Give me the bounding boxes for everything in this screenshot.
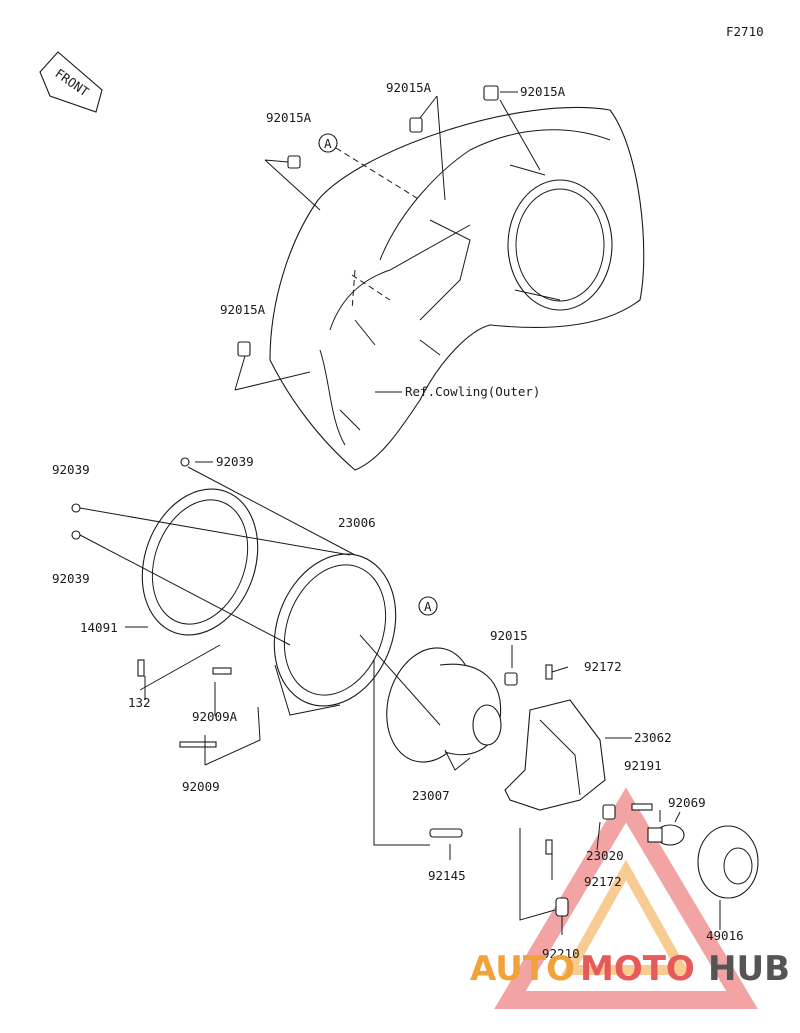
label-92145: 92145 xyxy=(428,868,466,883)
clip-92015A-4 xyxy=(237,341,251,357)
label-14091: 14091 xyxy=(80,620,118,635)
clip-92015A-1 xyxy=(287,155,301,169)
screw-92009A xyxy=(212,667,232,675)
headlight-unit-23007 xyxy=(386,647,502,771)
label-23062: 23062 xyxy=(634,730,672,745)
label-92210: 92210 xyxy=(542,946,580,961)
label-132: 132 xyxy=(128,695,151,710)
label-92009A: 92009A xyxy=(192,709,238,724)
plate-92210 xyxy=(555,897,569,917)
label-92191: 92191 xyxy=(624,758,662,773)
front-arrow-badge: FRONT xyxy=(39,51,103,113)
watermark-moto: MOTO xyxy=(580,949,695,989)
callout-a-bottom: A xyxy=(418,596,438,616)
callout-a-top-text: A xyxy=(324,136,332,151)
label-92009: 92009 xyxy=(182,779,220,794)
bracket-23062 xyxy=(504,699,606,811)
callout-a-bottom-text: A xyxy=(424,599,432,614)
mount-ring-23006 xyxy=(273,553,397,716)
clip-92015A-3 xyxy=(483,85,499,101)
label-cowling-ref: Ref.Cowling(Outer) xyxy=(405,384,540,399)
label-92172-1: 92172 xyxy=(584,659,622,674)
label-92015: 92015 xyxy=(490,628,528,643)
nut-92015 xyxy=(504,672,518,686)
label-92069: 92069 xyxy=(668,795,706,810)
screw-92172-top xyxy=(545,664,553,680)
label-92015A-4: 92015A xyxy=(220,302,266,317)
screw-92172-bottom xyxy=(545,839,553,855)
socket-23020 xyxy=(602,804,616,820)
label-23020: 23020 xyxy=(586,848,624,863)
watermark-text: AUTO MOTO HUB xyxy=(470,949,790,989)
label-92172-2: 92172 xyxy=(584,874,622,889)
clip-92015A-2 xyxy=(409,117,423,133)
label-92039-1: 92039 xyxy=(216,454,254,469)
label-49016: 49016 xyxy=(706,928,744,943)
spring-92145 xyxy=(429,828,463,838)
screw-132 xyxy=(137,659,145,677)
label-92015A-2: 92015A xyxy=(386,80,432,95)
headlight-rim-14091 xyxy=(141,488,259,636)
screw-92009 xyxy=(179,741,217,748)
label-92015A-1: 92015A xyxy=(266,110,312,125)
figure-id: F2710 xyxy=(726,24,764,39)
label-23006: 23006 xyxy=(338,515,376,530)
label-92039-2: 92039 xyxy=(52,462,90,477)
bolt-92039 xyxy=(71,457,190,540)
pin-92191 xyxy=(631,803,653,811)
label-92015A-3: 92015A xyxy=(520,84,566,99)
cowling-outer xyxy=(269,106,645,471)
cover-49016 xyxy=(697,825,759,899)
label-23007: 23007 xyxy=(412,788,450,803)
callout-a-top: A xyxy=(318,133,338,153)
bulb-92069 xyxy=(647,824,685,846)
watermark-hub: HUB xyxy=(708,949,790,989)
label-92039-3: 92039 xyxy=(52,571,90,586)
watermark-auto: AUTO xyxy=(470,949,575,989)
